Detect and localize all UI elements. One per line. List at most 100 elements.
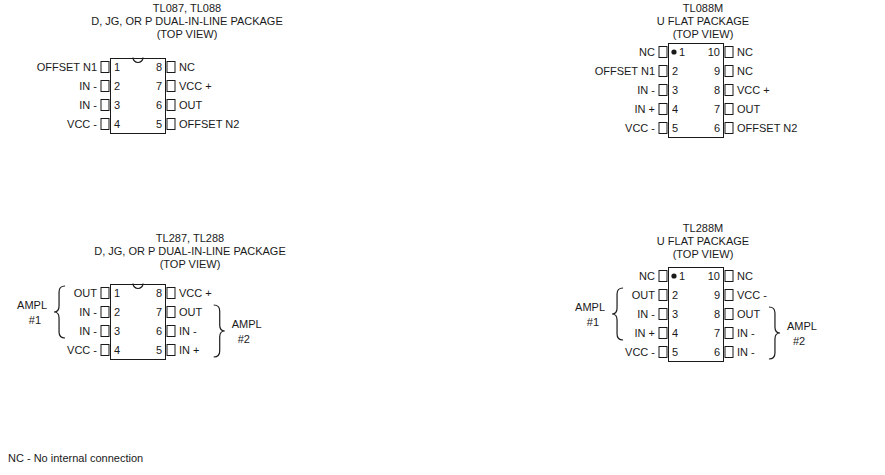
pin1-dot [671,49,676,54]
pin-name: IN + [635,103,655,116]
pin-pad [101,345,109,356]
pin-number: 6 [714,346,720,359]
pin-pad [101,62,109,73]
pin-name: IN - [737,346,755,359]
pin-number: 7 [156,80,162,93]
pin-number: 5 [156,118,162,131]
pin-number: 7 [714,327,720,340]
pin-name: VCC - [625,122,655,135]
pin-name: IN + [179,344,199,357]
pin-number: 5 [156,344,162,357]
pin1-dot [671,273,676,278]
pin-pad [659,123,667,134]
amplifier-label: AMPL [787,320,817,333]
pin-number: 1 [679,270,685,283]
pin-pad [659,271,667,282]
pin-name: IN - [179,325,197,338]
pin-pad [167,326,175,337]
amplifier-number: #2 [238,333,250,346]
pin-number: 6 [156,99,162,112]
pin-pad [101,326,109,337]
pin-pad [167,62,175,73]
package-caption: (TOP VIEW) [40,258,340,271]
pin-name: VCC - [625,346,655,359]
amplifier-number: #1 [29,314,41,327]
package-caption: U FLAT PACKAGE [553,235,853,248]
pin-number: 2 [672,289,678,302]
pin-name: OUT [737,103,760,116]
pin-name: IN - [737,327,755,340]
pin-name: OUT [179,306,202,319]
pin-name: OFFSET N1 [37,61,97,74]
pin-pad [725,104,733,115]
package-caption: D, JG, OR P DUAL-IN-LINE PACKAGE [37,15,337,28]
part-title: TL288M [553,222,853,235]
pin-number: 2 [114,80,120,93]
pin-number: 7 [156,306,162,319]
amplifier-number: #1 [587,316,599,329]
package-caption: (TOP VIEW) [553,248,853,261]
pin-name: NC [639,46,655,59]
amplifier-bracket [214,305,225,357]
pin-name: VCC + [179,287,212,300]
pin-number: 6 [714,122,720,135]
pin-number: 4 [672,327,678,340]
package-caption: (TOP VIEW) [553,28,853,41]
pin-pad [101,119,109,130]
pin-number: 2 [114,306,120,319]
pin-name: OFFSET N2 [179,118,239,131]
pin-number: 1 [114,61,120,74]
amplifier-bracket [612,288,623,340]
pin-number: 10 [708,270,720,283]
pin-number: 10 [708,46,720,59]
amplifier-label: AMPL [17,299,47,312]
pin-pad [167,119,175,130]
pin-pad [659,47,667,58]
package-outline: TL288MU FLAT PACKAGE(TOP VIEW) [553,222,853,362]
part-title: TL287, TL288 [40,232,340,245]
pin-pad [725,290,733,301]
pin-name: OUT [179,99,202,112]
pin-pad [725,347,733,358]
pin-pad [725,47,733,58]
pin-number: 9 [714,289,720,302]
pin-name: VCC - [67,344,97,357]
pin-number: 5 [672,122,678,135]
pin-pad [101,100,109,111]
pin-number: 9 [714,65,720,78]
pin-pad [101,81,109,92]
pin-pad [167,100,175,111]
amplifier-number: #2 [793,335,805,348]
pin-pad [101,307,109,318]
package-caption: U FLAT PACKAGE [553,15,853,28]
package-caption: (TOP VIEW) [37,28,337,41]
part-title: TL088M [553,2,853,15]
pin-pad [659,66,667,77]
package-caption: D, JG, OR P DUAL-IN-LINE PACKAGE [40,245,340,258]
amplifier-bracket [54,286,65,338]
pin-number: 1 [114,287,120,300]
pin-pad [725,328,733,339]
pin-number: 1 [679,46,685,59]
pin-name: NC [737,46,753,59]
pin-number: 5 [672,346,678,359]
pin-pad [167,345,175,356]
pin-number: 3 [114,99,120,112]
pin-number: 4 [672,103,678,116]
pin-name: OUT [737,308,760,321]
footnote: NC - No internal connection [8,452,143,465]
pin-number: 4 [114,344,120,357]
pin-name: IN - [637,308,655,321]
pin-pad [659,290,667,301]
pin-number: 8 [156,61,162,74]
pin-name: VCC - [67,118,97,131]
pin-name: OFFSET N2 [737,122,797,135]
pin-name: IN - [79,80,97,93]
pin-pad [167,81,175,92]
pin-pad [725,66,733,77]
pin-number: 6 [156,325,162,338]
pin-name: IN - [79,325,97,338]
pin-name: IN + [635,327,655,340]
pin-pad [659,347,667,358]
pin-pad [167,288,175,299]
